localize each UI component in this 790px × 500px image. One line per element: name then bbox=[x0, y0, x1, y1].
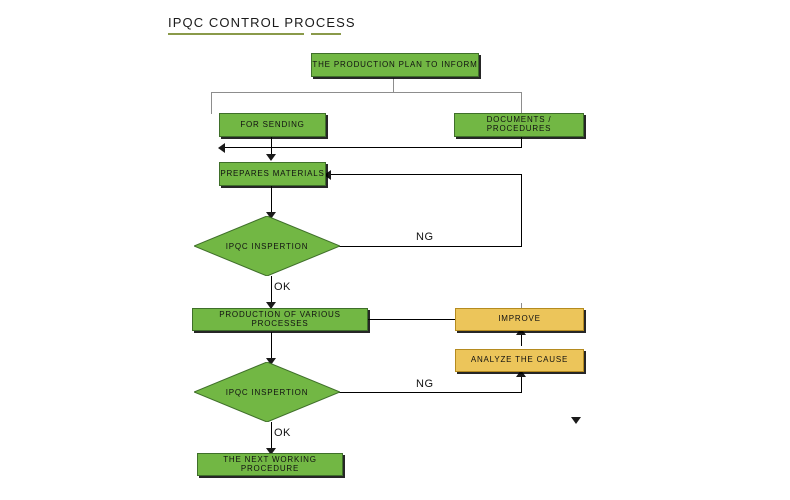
connector-ok1-down bbox=[271, 276, 272, 309]
node-label: IMPROVE bbox=[498, 314, 541, 324]
node-label: PRODUCTION OF VARIOUS PROCESSES bbox=[219, 309, 341, 328]
connector-prepares-to-inspection1 bbox=[271, 186, 272, 216]
connector-improve-to-production bbox=[368, 319, 468, 320]
edge-label-ng-bottom: NG bbox=[416, 378, 434, 390]
arrowhead-ng1-into-prepares bbox=[324, 170, 331, 180]
connector-documents-to-prepares bbox=[225, 147, 522, 148]
arrowhead-ok1-to-production bbox=[266, 302, 276, 309]
connector-ng2-right bbox=[339, 392, 522, 393]
page-title: IPQC CONTROL PROCESS bbox=[168, 15, 356, 30]
node-label: THE NEXT WORKING PROCEDURE bbox=[223, 454, 317, 473]
title-underline bbox=[168, 33, 304, 35]
node-label: DOCUMENTS / PROCEDURES bbox=[486, 115, 552, 133]
edge-label-ok-bottom: OK bbox=[274, 427, 291, 439]
connector-production-to-inspection2 bbox=[271, 332, 272, 362]
connector-ok2-down bbox=[271, 422, 272, 454]
connector-analyze-to-improve bbox=[521, 332, 522, 346]
connector-ng2-up bbox=[521, 374, 522, 393]
node-label: ANALYZE THE CAUSE bbox=[470, 355, 569, 365]
arrowhead-for-sending-to-prepares bbox=[266, 154, 276, 161]
diamond-shape-icon bbox=[194, 216, 340, 276]
connector-ng1-back bbox=[331, 174, 522, 175]
node-documents-procedures[interactable]: DOCUMENTS / PROCEDURES bbox=[454, 113, 584, 137]
stray-arrow-marker bbox=[571, 417, 581, 424]
arrowhead-production-to-inspection2 bbox=[266, 358, 276, 365]
node-label: PREPARES MATERIALS bbox=[220, 168, 325, 178]
connector-plan-down bbox=[393, 78, 394, 93]
node-for-sending[interactable]: FOR SENDING bbox=[219, 113, 326, 137]
arrowhead-prepares-to-inspection1 bbox=[266, 212, 276, 219]
arrowhead-ng2-into-analyze bbox=[516, 370, 526, 377]
node-improve[interactable]: IMPROVE bbox=[455, 308, 584, 331]
title-underline-segment bbox=[311, 33, 341, 35]
edge-label-ng-top: NG bbox=[416, 231, 434, 243]
node-label: THE PRODUCTION PLAN TO INFORM bbox=[312, 59, 478, 69]
connector-documents-down bbox=[521, 137, 522, 148]
arrowhead-ok2-to-next bbox=[266, 448, 276, 455]
arrowhead-analyze-to-improve bbox=[516, 328, 526, 335]
connector-plan-to-documents bbox=[521, 92, 522, 114]
node-inspection-2[interactable]: IPQC INSPERTION bbox=[194, 362, 340, 422]
node-label: FOR SENDING bbox=[240, 119, 305, 129]
connector-ng1-right bbox=[339, 246, 522, 247]
node-production-various-processes[interactable]: PRODUCTION OF VARIOUS PROCESSES bbox=[192, 308, 368, 331]
node-inspection-1[interactable]: IPQC INSPERTION bbox=[194, 216, 340, 276]
node-next-working-procedure[interactable]: THE NEXT WORKING PROCEDURE bbox=[197, 453, 343, 476]
connector-ng1-up bbox=[521, 174, 522, 247]
connector-for-sending-down bbox=[271, 137, 272, 156]
edge-label-ok-top: OK bbox=[274, 281, 291, 293]
node-prepares-materials[interactable]: PREPARES MATERIALS bbox=[219, 162, 326, 186]
connector-plan-bus bbox=[211, 92, 522, 93]
diamond-shape-icon bbox=[194, 362, 340, 422]
connector-plan-to-for-sending bbox=[211, 92, 212, 114]
node-production-plan[interactable]: THE PRODUCTION PLAN TO INFORM bbox=[311, 53, 479, 77]
node-analyze-the-cause[interactable]: ANALYZE THE CAUSE bbox=[455, 349, 584, 372]
arrowhead-documents-to-prepares bbox=[218, 143, 225, 153]
